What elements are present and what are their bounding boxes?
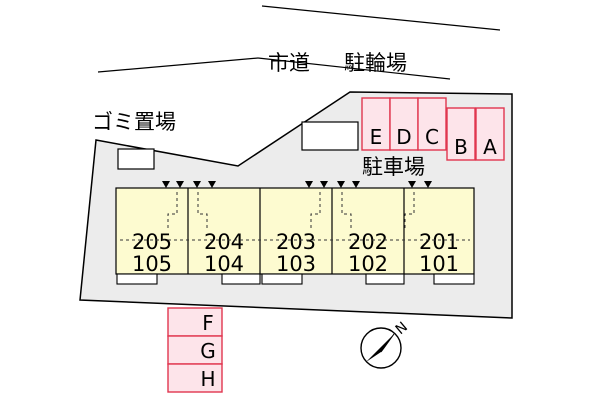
parking-space-f — [167, 307, 223, 337]
entrance-marker — [424, 181, 432, 188]
car-parking-label: 駐車場 — [362, 155, 425, 179]
parking-space-label: C — [425, 125, 439, 149]
entrance-marker — [305, 181, 313, 188]
entrance-marker — [408, 181, 416, 188]
balconies — [116, 273, 475, 285]
entrance-marker — [320, 181, 328, 188]
road-line-lower-2 — [257, 57, 451, 80]
parking-space-label: B — [454, 135, 468, 159]
entrance-markers — [162, 181, 432, 188]
entrance-marker — [208, 181, 216, 188]
parking-left-group: FGH — [167, 307, 223, 393]
road-line-upper — [261, 5, 501, 31]
garbage-label: ゴミ置場 — [92, 110, 176, 134]
stair-dash — [404, 192, 415, 230]
balcony — [261, 273, 303, 285]
north-compass: N — [360, 319, 411, 369]
entrance-marker — [352, 181, 360, 188]
unit-lower-number: 103 — [276, 252, 316, 276]
parking-space-b — [446, 107, 476, 161]
compass-needle-dark — [366, 334, 394, 362]
compass-needle-light — [380, 333, 395, 353]
stair-dash — [167, 192, 178, 230]
balcony — [433, 273, 475, 285]
balcony — [365, 273, 405, 285]
unit-upper-number: 204 — [204, 230, 244, 254]
unit-upper-number: 202 — [348, 230, 388, 254]
parking-space-label: H — [200, 367, 215, 391]
entrance-marker — [162, 181, 170, 188]
parking-space-g — [167, 335, 223, 365]
unit-lower-number: 105 — [132, 252, 172, 276]
garbage-box — [117, 148, 155, 170]
stair-dash — [310, 192, 321, 230]
entrance-marker — [337, 181, 345, 188]
unit-upper-number: 205 — [132, 230, 172, 254]
stair-dashes — [167, 192, 415, 230]
parking-space-label: F — [202, 311, 214, 335]
bicycle-parking-box — [301, 121, 359, 151]
entrance-marker — [193, 181, 201, 188]
balcony — [221, 273, 261, 285]
balcony — [116, 273, 158, 285]
parking-space-h — [167, 363, 223, 393]
unit-lower-number: 104 — [204, 252, 244, 276]
unit-upper-number: 203 — [276, 230, 316, 254]
unit-upper-number: 201 — [419, 230, 459, 254]
parking-space-label: E — [370, 125, 383, 149]
bicycle-parking-label: 駐輪場 — [344, 51, 407, 75]
parking-space-label: G — [200, 339, 216, 363]
stair-dash — [197, 192, 208, 230]
parking-space-a — [475, 107, 505, 161]
parking-space-label: A — [483, 135, 497, 159]
unit-lower-number: 102 — [348, 252, 388, 276]
unit-lower-number: 101 — [419, 252, 459, 276]
entrance-marker — [176, 181, 184, 188]
parking-space-e — [361, 97, 391, 151]
road-label: 市道 — [268, 51, 310, 75]
road-line-lower — [97, 57, 259, 73]
stair-dash — [341, 192, 352, 230]
parking-space-c — [417, 97, 447, 151]
parking-space-label: D — [396, 125, 411, 149]
